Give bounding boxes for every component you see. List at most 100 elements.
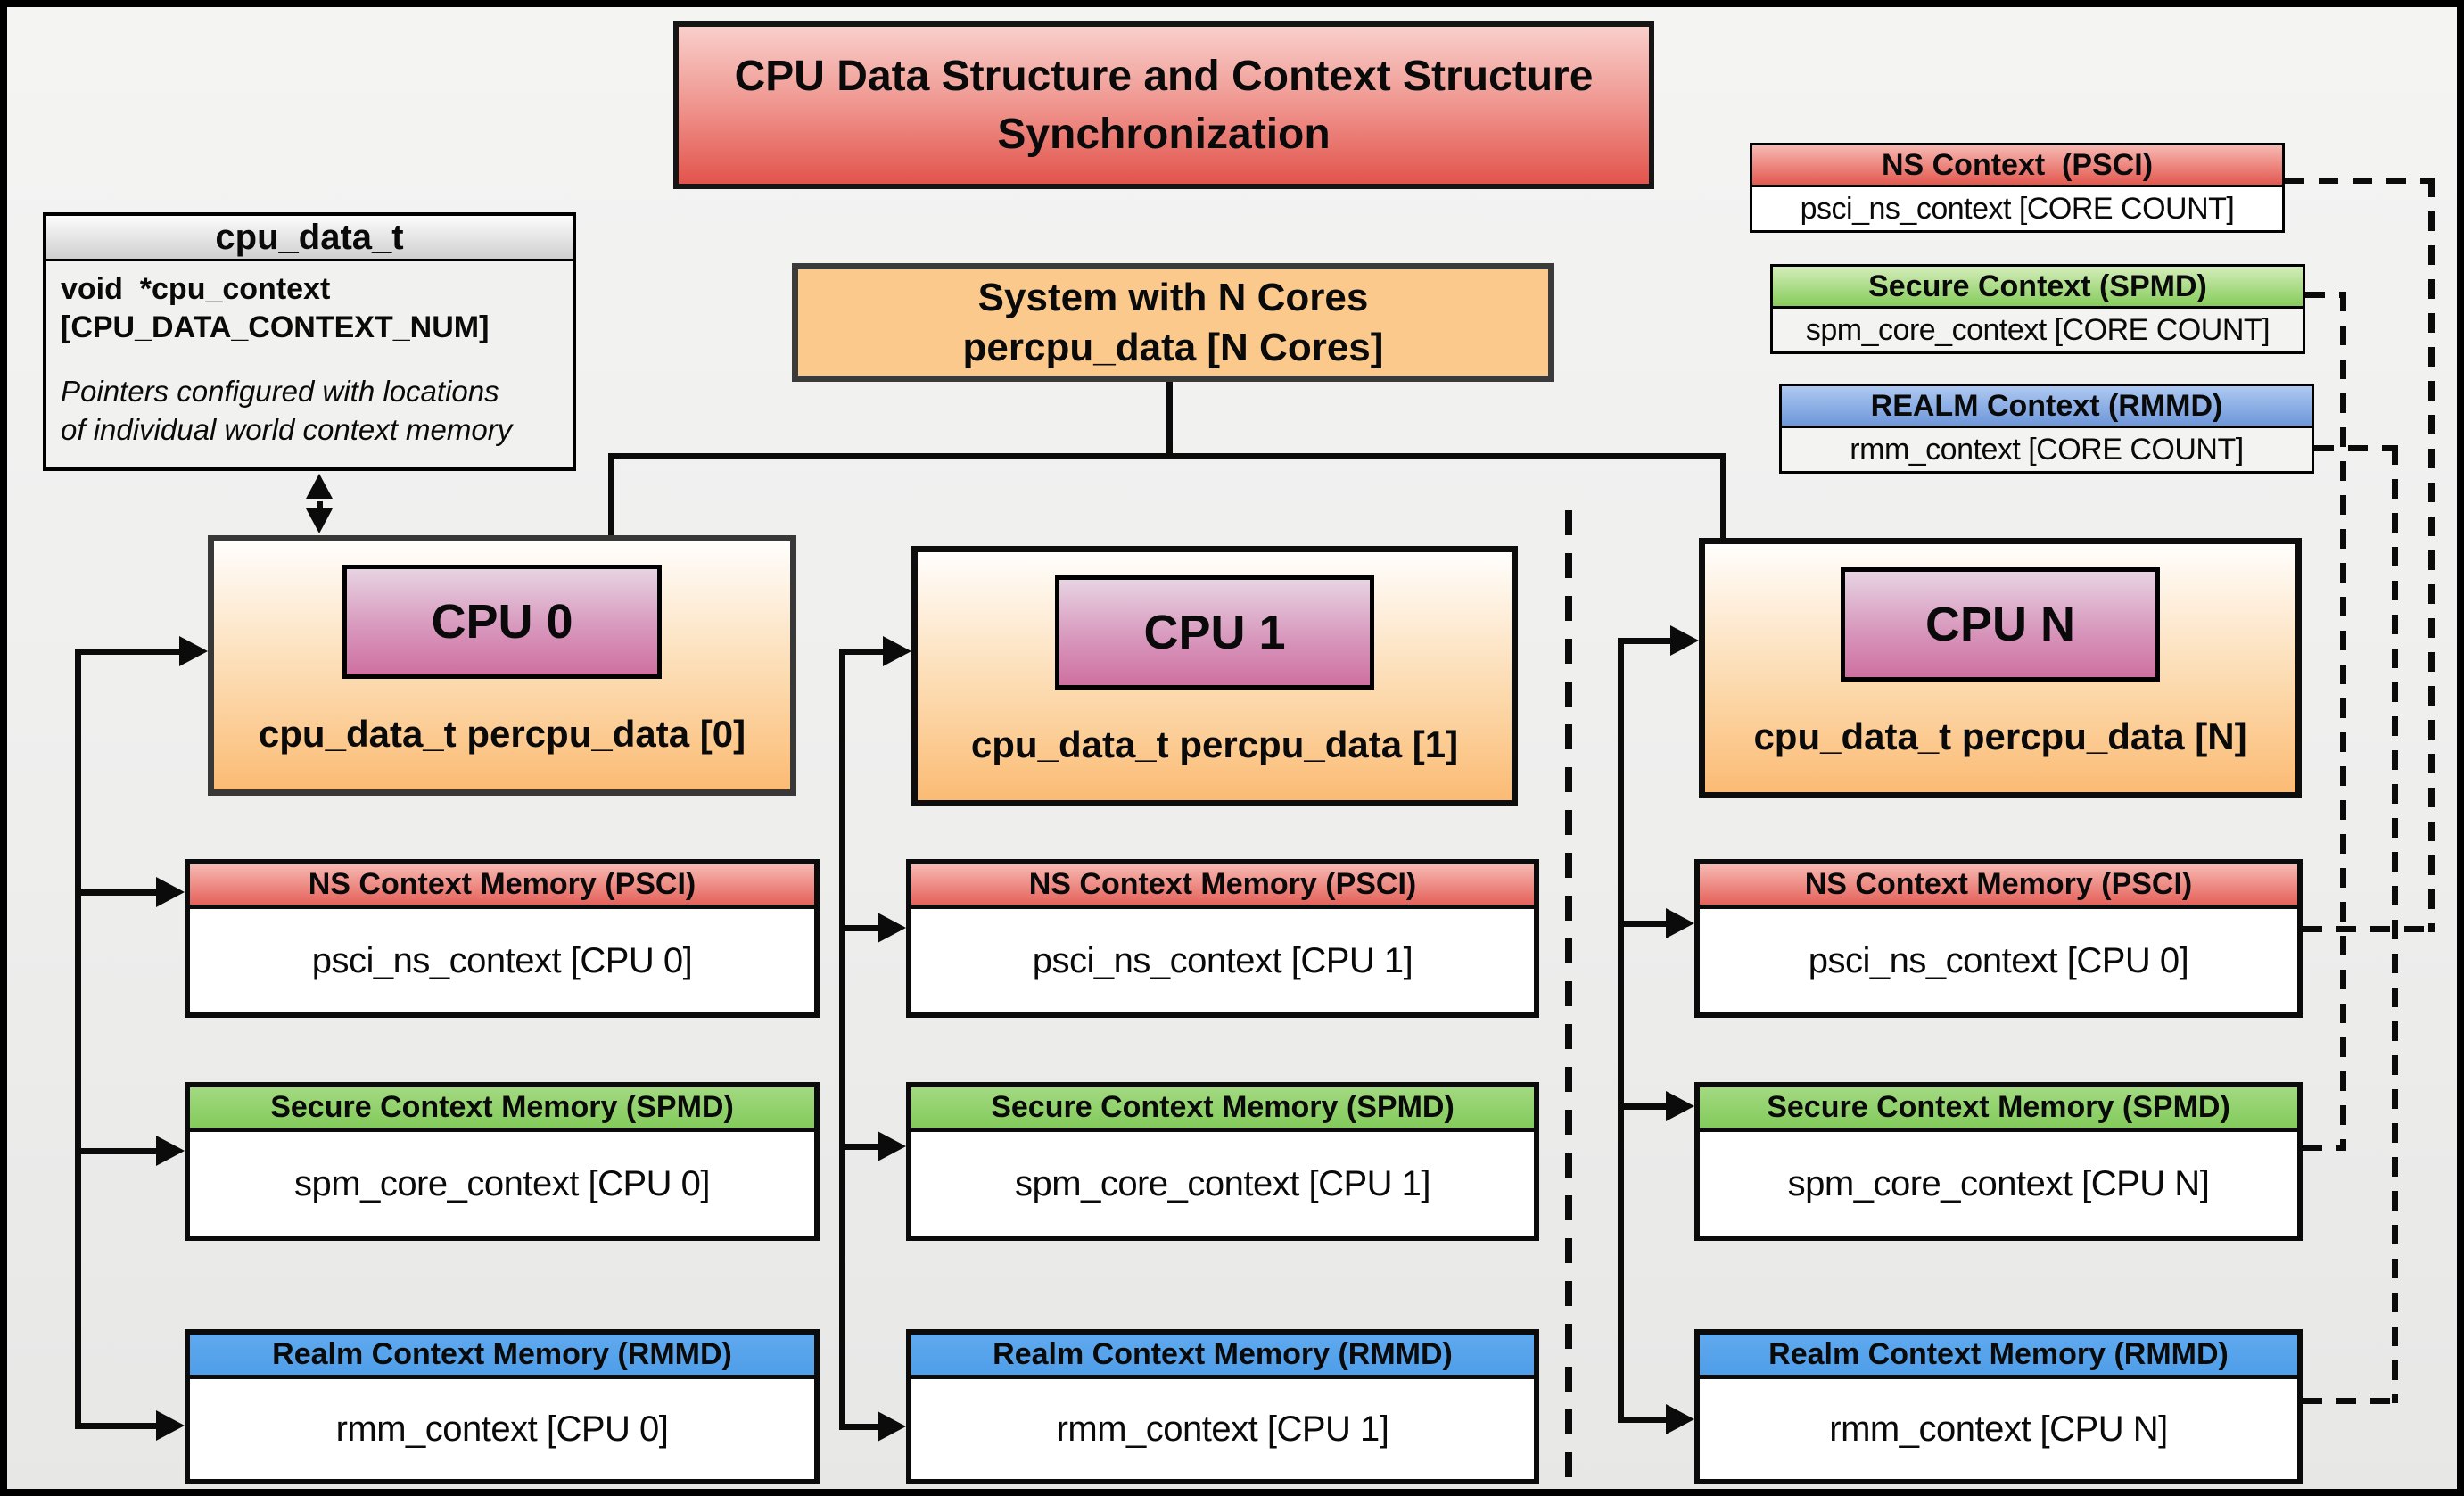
legend-ns-box: NS Context (PSCI) psci_ns_context [CORE … — [1750, 143, 2285, 233]
cpu0-realm-body: rmm_context [CPU 0] — [335, 1409, 669, 1449]
cpuN-arrowhead-secure — [1666, 1091, 1694, 1121]
fanout-bar — [608, 453, 1726, 459]
cpuN-arrowhead-ns — [1666, 908, 1694, 938]
cpuN-realm-header: Realm Context Memory (RMMD) — [1700, 1335, 2297, 1379]
cpu1-arrowhead-cpu — [883, 636, 911, 666]
cpu1-ns-context-box: NS Context Memory (PSCI) psci_ns_context… — [906, 859, 1539, 1018]
legend-secure-body: spm_core_context [CORE COUNT] — [1805, 312, 2270, 347]
title-line-2: Synchronization — [997, 111, 1331, 158]
cpuN-ns-header: NS Context Memory (PSCI) — [1700, 864, 2297, 909]
struct-arrow-dash — [317, 501, 323, 514]
cpuN-arrowhead-cpu — [1670, 625, 1699, 656]
cpu1-realm-body: rmm_context [CPU 1] — [1056, 1409, 1389, 1449]
cpu0-arrowhead-cpu — [179, 636, 208, 666]
legend-ns-dash-h1 — [2285, 178, 2435, 184]
cpu0-ns-body: psci_ns_context [CPU 0] — [311, 940, 693, 980]
struct-spacer — [61, 346, 558, 373]
cpu0-realm-header: Realm Context Memory (RMMD) — [190, 1335, 814, 1379]
cpuN-secure-header: Secure Context Memory (SPMD) — [1700, 1087, 2297, 1132]
cpu1-arrowhead-secure — [878, 1131, 906, 1161]
cpu1-branch-cpu — [839, 649, 883, 655]
legend-secure-header: Secure Context (SPMD) — [1773, 267, 2303, 309]
cpuN-trunk — [1618, 641, 1624, 1423]
cpu1-trunk — [839, 652, 845, 1430]
legend-ns-body: psci_ns_context [CORE COUNT] — [1752, 187, 2282, 230]
cpu0-arrowhead-ns — [156, 877, 185, 907]
column-separator-dashed — [1565, 510, 1572, 1489]
cpu0-branch-cpu — [75, 649, 183, 655]
cpu1-secure-context-box: Secure Context Memory (SPMD) spm_core_co… — [906, 1082, 1539, 1241]
cpu0-arrowhead-realm — [156, 1410, 185, 1441]
cpuN-chip: CPU N — [1841, 567, 2160, 682]
cpu1-arrowhead-realm — [878, 1411, 906, 1442]
cpu0-secure-header: Secure Context Memory (SPMD) — [190, 1087, 814, 1132]
cpuN-branch-realm — [1618, 1417, 1666, 1423]
cpu0-secure-context-box: Secure Context Memory (SPMD) spm_core_co… — [185, 1082, 820, 1241]
cpuN-ns-body: psci_ns_context [CPU 0] — [1808, 940, 2189, 980]
cpuN-branch-cpu — [1618, 638, 1670, 644]
cpu1-secure-header: Secure Context Memory (SPMD) — [911, 1087, 1534, 1132]
cpu1-box: CPU 1 cpu_data_t percpu_data [1] — [911, 546, 1518, 806]
cpu0-secure-body: spm_core_context [CPU 0] — [294, 1163, 711, 1203]
cpu1-data-label: cpu_data_t percpu_data [1] — [970, 723, 1459, 765]
cpu1-branch-realm — [839, 1424, 878, 1430]
legend-secure-box: Secure Context (SPMD) spm_core_context [… — [1770, 264, 2305, 354]
cpu0-branch-secure — [75, 1148, 156, 1154]
legend-secure-dash-v — [2340, 292, 2346, 1150]
cpuN-arrowhead-realm — [1666, 1404, 1694, 1434]
legend-ns-dash-v — [2428, 178, 2435, 932]
cpu1-chip: CPU 1 — [1055, 575, 1374, 690]
cpu0-branch-realm — [75, 1423, 156, 1429]
cpuN-realm-body: rmm_context [CPU N] — [1829, 1409, 2168, 1449]
cpu1-branch-secure — [839, 1144, 878, 1150]
cpu-data-t-box: cpu_data_t void *cpu_context [CPU_DATA_C… — [43, 212, 576, 471]
cpu0-realm-context-box: Realm Context Memory (RMMD) rmm_context … — [185, 1329, 820, 1484]
legend-secure-dash-h2 — [2303, 1145, 2346, 1151]
cpuN-box: CPU N cpu_data_t percpu_data [N] — [1699, 538, 2302, 798]
diagram-title: CPU Data Structure and Context Structure… — [673, 21, 1654, 189]
system-line-2: percpu_data [N Cores] — [962, 325, 1384, 369]
cpu0-chip: CPU 0 — [342, 565, 662, 679]
cpu1-ns-header: NS Context Memory (PSCI) — [911, 864, 1534, 909]
cpu0-arrowhead-secure — [156, 1136, 185, 1166]
legend-realm-body: rmm_context [CORE COUNT] — [1850, 432, 2244, 467]
legend-realm-dash-v — [2392, 445, 2398, 1403]
cpuN-secure-body: spm_core_context [CPU N] — [1787, 1163, 2210, 1203]
struct-note-line-2: of individual world context memory — [61, 412, 513, 446]
cpu1-ns-body: psci_ns_context [CPU 1] — [1032, 940, 1413, 980]
legend-realm-box: REALM Context (RMMD) rmm_context [CORE C… — [1779, 384, 2314, 474]
cpu0-ns-context-box: NS Context Memory (PSCI) psci_ns_context… — [185, 859, 820, 1018]
legend-realm-dash-h2 — [2303, 1398, 2398, 1404]
cpuN-branch-secure — [1618, 1103, 1666, 1110]
title-line-1: CPU Data Structure and Context Structure — [734, 53, 1594, 100]
cpuN-realm-context-box: Realm Context Memory (RMMD) rmm_context … — [1694, 1329, 2303, 1484]
cpu0-branch-ns — [75, 889, 156, 896]
legend-realm-header: REALM Context (RMMD) — [1782, 386, 2312, 428]
cpu1-branch-ns — [839, 925, 878, 931]
struct-arrow-up-icon — [306, 474, 333, 499]
system-drop-line — [1166, 382, 1173, 457]
cpu1-arrowhead-ns — [878, 913, 906, 943]
system-line-1: System with N Cores — [977, 275, 1369, 319]
cpu0-data-label: cpu_data_t percpu_data [0] — [258, 713, 746, 755]
cpuN-secure-context-box: Secure Context Memory (SPMD) spm_core_co… — [1694, 1082, 2303, 1241]
legend-ns-header: NS Context (PSCI) — [1752, 145, 2282, 187]
cpu-data-t-header: cpu_data_t — [46, 216, 573, 261]
cpu0-ns-header: NS Context Memory (PSCI) — [190, 864, 814, 909]
struct-field-line-1: void *cpu_context — [61, 272, 331, 306]
cpuN-data-label: cpu_data_t percpu_data [N] — [1753, 715, 2247, 757]
cpu1-realm-header: Realm Context Memory (RMMD) — [911, 1335, 1534, 1379]
struct-arrow-down-icon — [306, 508, 333, 533]
cpu0-trunk — [75, 651, 81, 1429]
cpuN-ns-context-box: NS Context Memory (PSCI) psci_ns_context… — [1694, 859, 2303, 1018]
cpu1-secure-body: spm_core_context [CPU 1] — [1015, 1163, 1431, 1203]
cpu1-realm-context-box: Realm Context Memory (RMMD) rmm_context … — [906, 1329, 1539, 1484]
fanout-left-drop — [608, 453, 614, 539]
cpu0-box: CPU 0 cpu_data_t percpu_data [0] — [208, 535, 796, 796]
struct-note-line-1: Pointers configured with locations — [61, 375, 499, 408]
legend-ns-dash-h2 — [2303, 926, 2435, 932]
struct-field-line-2: [CPU_DATA_CONTEXT_NUM] — [61, 310, 490, 344]
legend-realm-dash-h1 — [2314, 445, 2398, 451]
cpuN-branch-ns — [1618, 921, 1666, 927]
